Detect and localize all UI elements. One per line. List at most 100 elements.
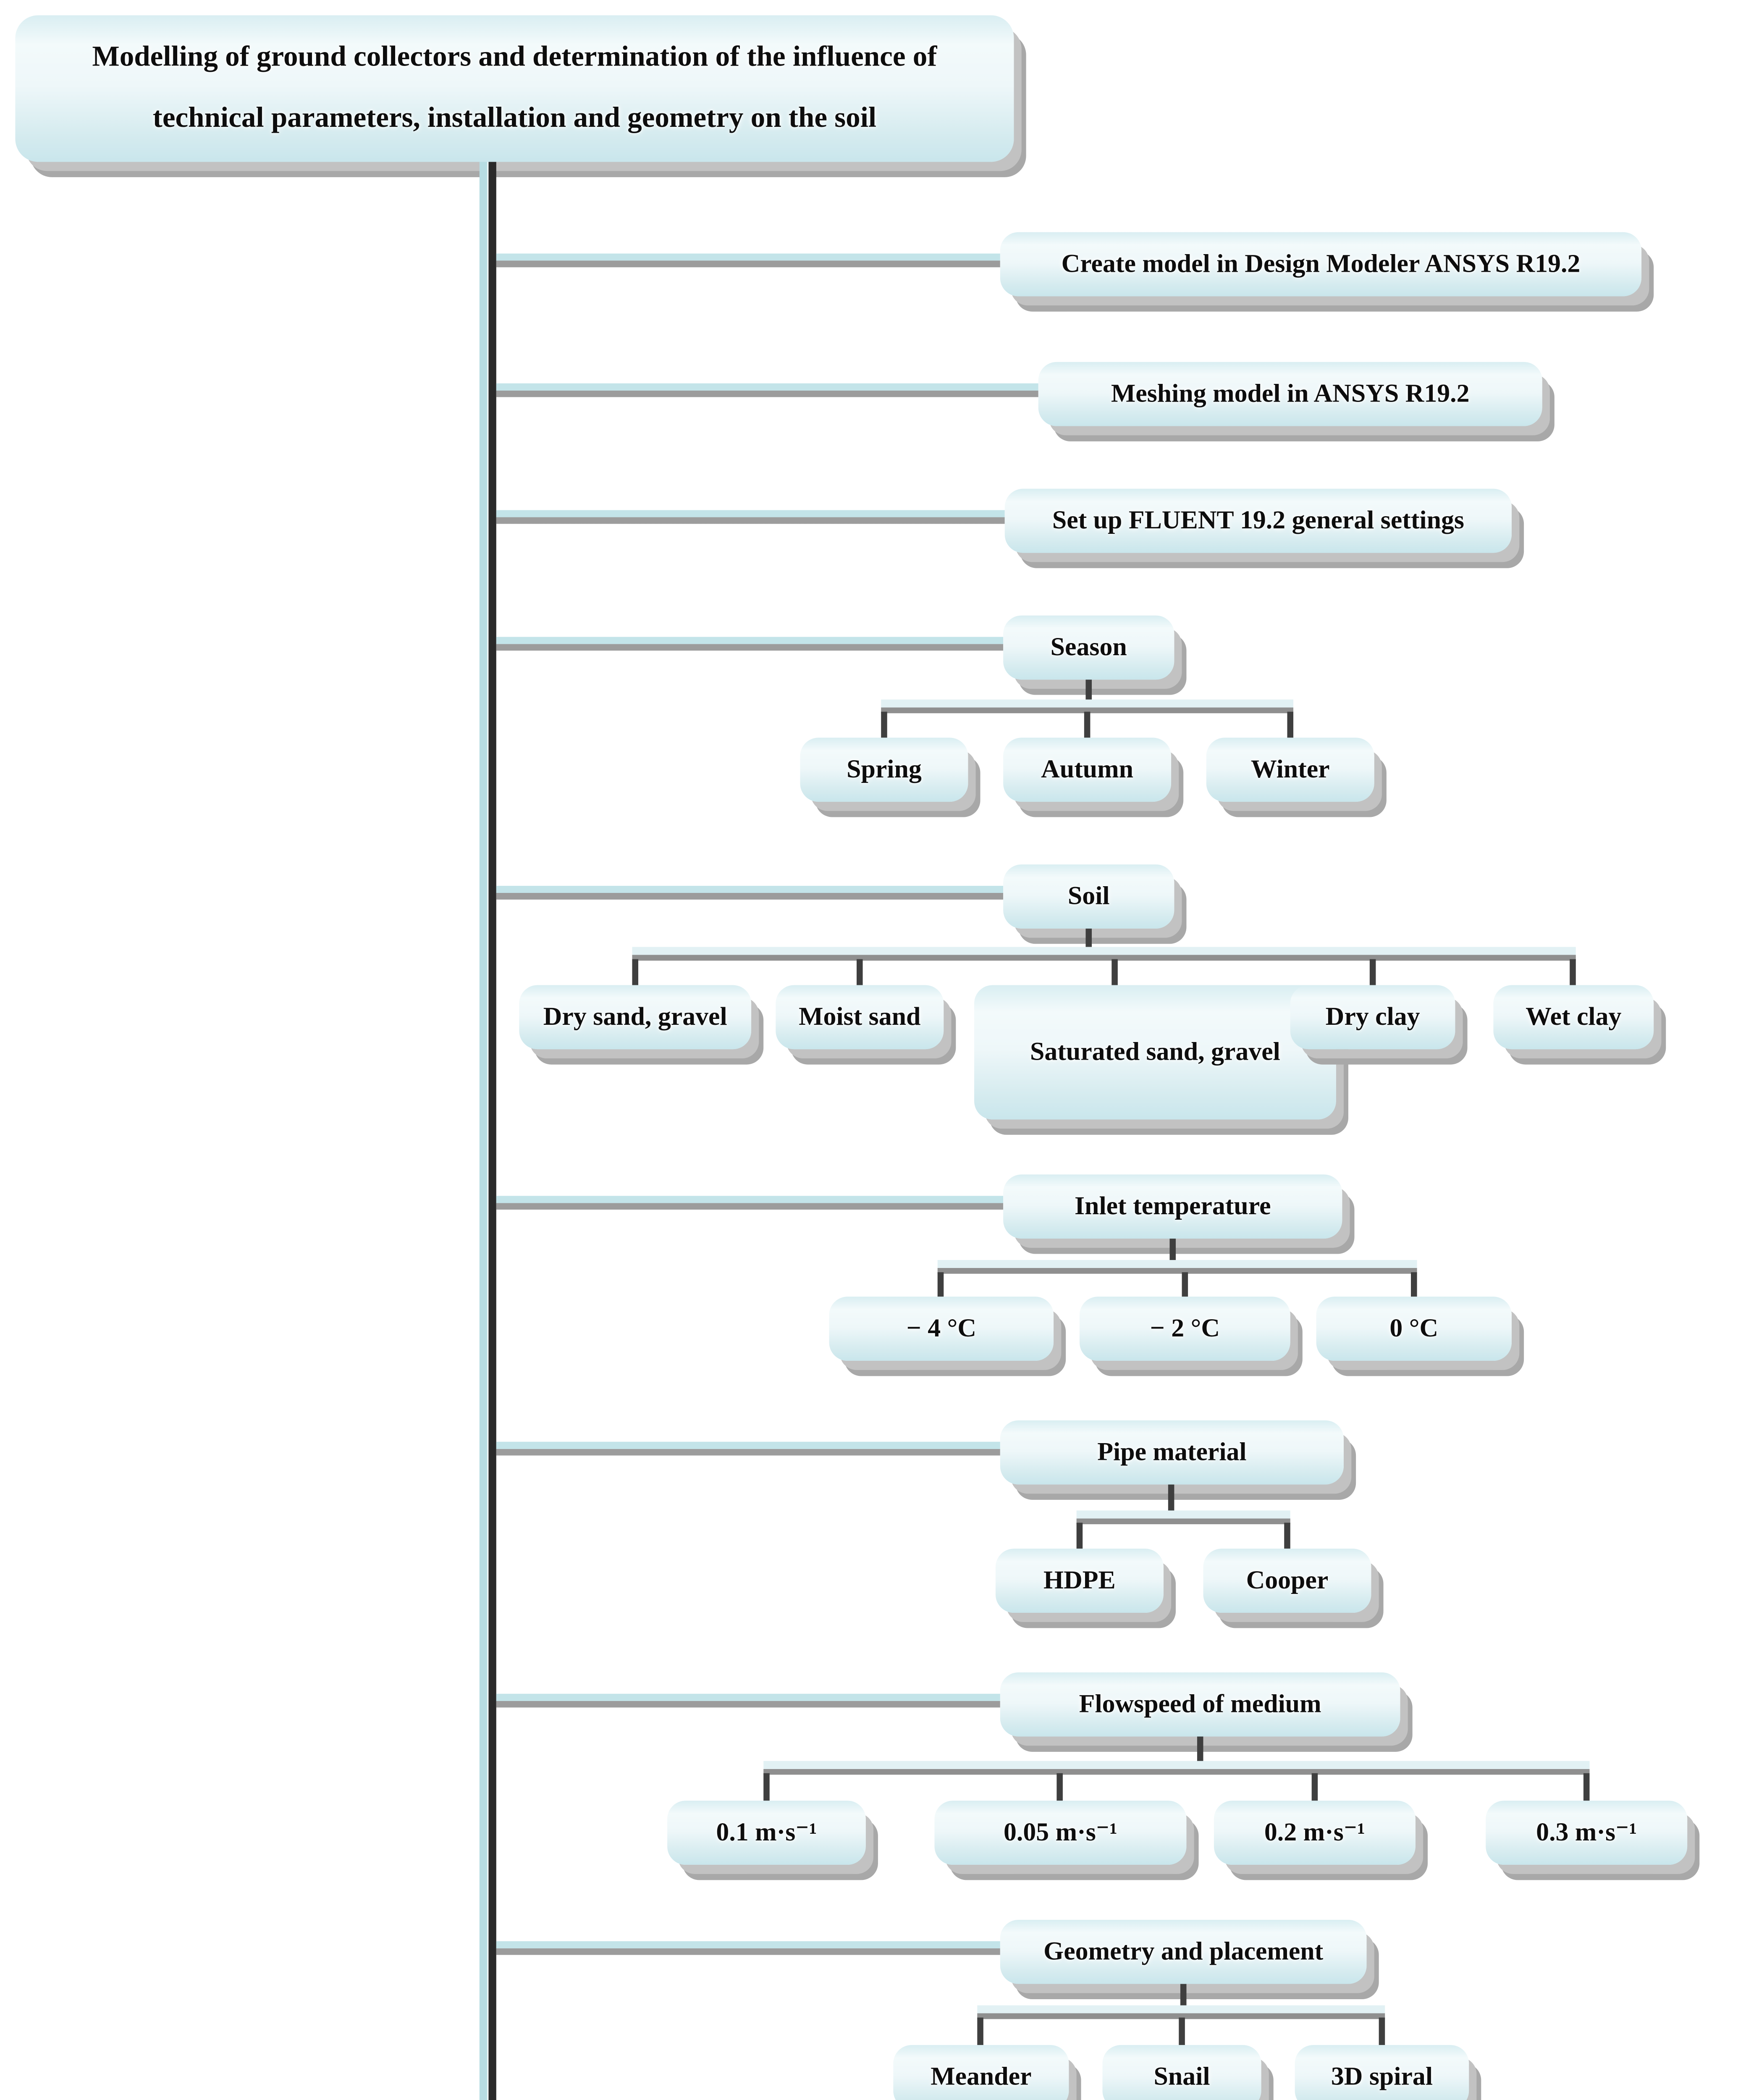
option-label: Meander: [931, 2062, 1032, 2091]
option-label: Moist sand: [799, 1002, 921, 1031]
option-label: 0.1 m·s⁻¹: [716, 1817, 817, 1847]
option-box-snail: Snail: [1102, 2045, 1261, 2100]
branch-line-geometry-placement: [496, 1941, 1000, 1955]
connector-stub: [1168, 1484, 1174, 1512]
step-label: Inlet temperature: [1075, 1191, 1271, 1221]
step-label: Season: [1050, 632, 1127, 662]
option-label: Wet clay: [1526, 1002, 1622, 1031]
option-label: Dry clay: [1325, 1002, 1420, 1031]
step-box-soil: Soil: [1003, 864, 1174, 929]
connector-stub: [1076, 1522, 1083, 1549]
option-box-speed-0-1: 0.1 m·s⁻¹: [667, 1801, 866, 1865]
option-label: 0.05 m·s⁻¹: [1003, 1817, 1117, 1847]
option-box-autumn: Autumn: [1003, 738, 1172, 802]
option-box-saturated-sand-gravel: Saturated sand, gravel: [974, 985, 1336, 1120]
connector-stub: [1583, 1773, 1590, 1801]
branch-line-flowspeed: [496, 1693, 1000, 1708]
children-bar-flowspeed: [763, 1761, 1590, 1775]
children-bar-geometry-placement: [977, 2005, 1385, 2019]
option-box-minus-4c: − 4 °C: [829, 1297, 1054, 1361]
connector-stub: [937, 1272, 944, 1297]
step-label: Soil: [1067, 881, 1110, 911]
option-label: Spring: [847, 754, 922, 784]
connector-stub: [977, 2017, 983, 2045]
option-box-cooper: Cooper: [1203, 1549, 1371, 1613]
title-box: Modelling of ground collectors and deter…: [15, 15, 1014, 162]
branch-line-season: [496, 637, 1004, 651]
connector-stub: [1169, 1239, 1176, 1262]
connector-stub: [1570, 959, 1576, 985]
option-label: Winter: [1250, 754, 1330, 784]
branch-line-soil: [496, 886, 1004, 900]
option-label: 0 °C: [1389, 1313, 1439, 1343]
option-box-speed-0-05: 0.05 m·s⁻¹: [934, 1801, 1187, 1865]
option-label: Autumn: [1041, 754, 1134, 784]
connector-stub: [763, 1773, 770, 1801]
option-box-3d-spiral: 3D spiral: [1295, 2045, 1469, 2100]
branch-line-meshing: [496, 383, 1038, 397]
step-label: Flowspeed of medium: [1079, 1689, 1321, 1718]
step-box-pipe-material: Pipe material: [1000, 1420, 1344, 1485]
children-bar-soil: [632, 947, 1576, 961]
step-box-meshing: Meshing model in ANSYS R19.2: [1038, 362, 1542, 426]
trunk-line: [479, 162, 496, 2100]
option-label: − 4 °C: [906, 1313, 977, 1343]
branch-line-create-model: [496, 253, 1000, 268]
connector-stub: [1085, 928, 1092, 950]
step-label: Meshing model in ANSYS R19.2: [1111, 378, 1470, 408]
option-box-wet-clay: Wet clay: [1493, 985, 1654, 1050]
connector-stub: [857, 959, 863, 985]
connector-stub: [1056, 1773, 1063, 1801]
option-label: − 2 °C: [1150, 1313, 1220, 1343]
option-label: Saturated sand, gravel: [1030, 1037, 1280, 1066]
branch-line-fluent-setup: [496, 510, 1005, 524]
step-box-season: Season: [1003, 615, 1174, 680]
option-box-winter: Winter: [1206, 738, 1374, 802]
connector-stub: [1197, 1736, 1203, 1764]
option-box-minus-2c: − 2 °C: [1079, 1297, 1290, 1361]
connector-stub: [1379, 2017, 1385, 2045]
option-box-moist-sand: Moist sand: [776, 985, 944, 1050]
connector-stub: [1085, 680, 1092, 701]
step-box-flowspeed: Flowspeed of medium: [1000, 1672, 1400, 1737]
option-box-spring: Spring: [800, 738, 968, 802]
branch-line-pipe-material: [496, 1441, 1000, 1456]
connector-stub: [1180, 1984, 1187, 2007]
connector-stub: [1287, 711, 1294, 738]
step-box-inlet-temperature: Inlet temperature: [1003, 1174, 1342, 1239]
step-label: Create model in Design Modeler ANSYS R19…: [1061, 249, 1581, 278]
option-box-speed-0-3: 0.3 m·s⁻¹: [1486, 1801, 1688, 1865]
connector-stub: [1182, 1272, 1188, 1297]
option-label: Cooper: [1246, 1565, 1329, 1595]
step-box-geometry-placement: Geometry and placement: [1000, 1919, 1367, 1984]
connector-stub: [1111, 959, 1118, 985]
branch-line-inlet-temperature: [496, 1196, 1004, 1210]
option-box-meander: Meander: [893, 2045, 1069, 2100]
connector-stub: [1369, 959, 1376, 985]
option-box-speed-0-2: 0.2 m·s⁻¹: [1214, 1801, 1416, 1865]
connector-stub: [1284, 1522, 1290, 1549]
connector-stub: [1084, 711, 1091, 738]
option-label: 0.2 m·s⁻¹: [1264, 1817, 1365, 1847]
option-label: HDPE: [1043, 1565, 1116, 1595]
children-bar-inlet-temperature: [937, 1260, 1417, 1274]
step-label: Set up FLUENT 19.2 general settings: [1052, 505, 1464, 535]
connector-stub: [632, 959, 639, 985]
option-label: Dry sand, gravel: [543, 1002, 727, 1031]
connector-stub: [1411, 1272, 1417, 1297]
option-label: Snail: [1153, 2062, 1210, 2091]
step-box-fluent-setup: Set up FLUENT 19.2 general settings: [1004, 488, 1512, 553]
option-box-0c: 0 °C: [1316, 1297, 1512, 1361]
option-label: 0.3 m·s⁻¹: [1536, 1817, 1637, 1847]
step-box-create-model: Create model in Design Modeler ANSYS R19…: [1000, 232, 1642, 297]
step-label: Pipe material: [1097, 1437, 1247, 1466]
connector-stub: [881, 711, 887, 738]
title-text: Modelling of ground collectors and deter…: [92, 41, 937, 135]
option-box-hdpe: HDPE: [995, 1549, 1164, 1613]
children-bar-pipe-material: [1076, 1510, 1290, 1525]
connector-stub: [1311, 1773, 1318, 1801]
option-box-dry-sand-gravel: Dry sand, gravel: [519, 985, 752, 1050]
children-bar-season: [881, 699, 1294, 714]
